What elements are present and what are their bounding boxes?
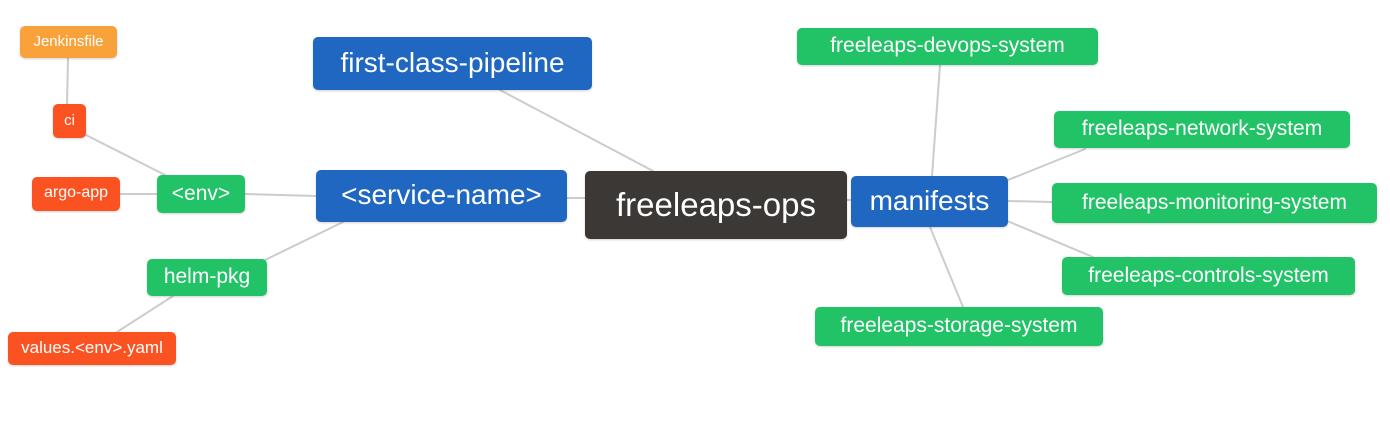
edge-manifests-to-freeleaps-devops-system: [931, 64, 941, 177]
node-label: freeleaps-storage-system: [840, 314, 1078, 337]
node-freeleaps-controls-system[interactable]: freeleaps-controls-system: [1062, 257, 1355, 295]
node-ci[interactable]: ci: [53, 104, 86, 138]
node-helm-pkg[interactable]: helm-pkg: [147, 259, 267, 296]
node-label: first-class-pipeline: [340, 46, 565, 78]
node-argo-app[interactable]: argo-app: [32, 177, 120, 211]
node-label: freeleaps-monitoring-system: [1082, 190, 1347, 214]
edge-manifests-to-freeleaps-network-system: [1007, 148, 1086, 181]
node-label: <service-name>: [341, 179, 542, 210]
node-label: <env>: [171, 181, 231, 205]
node-label: freeleaps-ops: [616, 185, 816, 223]
edge-manifests-to-freeleaps-monitoring-system: [1007, 200, 1053, 203]
node-env[interactable]: <env>: [157, 175, 245, 213]
node-values-env-yaml[interactable]: values.<env>.yaml: [8, 332, 176, 365]
node-label: freeleaps-network-system: [1081, 117, 1323, 140]
edge-service-name-to-helm-pkg: [264, 221, 344, 261]
node-jenkinsfile[interactable]: Jenkinsfile: [20, 26, 117, 58]
node-label: helm-pkg: [163, 265, 251, 288]
edge-manifests-to-freeleaps-storage-system: [929, 226, 964, 308]
node-freeleaps-ops[interactable]: freeleaps-ops: [585, 171, 847, 239]
node-manifests[interactable]: manifests: [851, 176, 1008, 227]
node-freeleaps-devops-system[interactable]: freeleaps-devops-system: [797, 28, 1098, 65]
node-label: argo-app: [43, 184, 109, 201]
node-label: freeleaps-devops-system: [830, 34, 1065, 57]
edge-jenkinsfile-to-ci: [66, 57, 69, 105]
edge-env-to-service-name: [244, 193, 317, 197]
edge-helm-pkg-to-values-env-yaml: [116, 295, 174, 333]
node-label: freeleaps-controls-system: [1088, 263, 1329, 287]
node-freeleaps-network-system[interactable]: freeleaps-network-system: [1054, 111, 1350, 148]
node-freeleaps-storage-system[interactable]: freeleaps-storage-system: [815, 307, 1103, 346]
node-first-class-pipeline[interactable]: first-class-pipeline: [313, 37, 592, 90]
node-freeleaps-monitoring-system[interactable]: freeleaps-monitoring-system: [1052, 183, 1377, 223]
edge-first-class-pipeline-to-freeleaps-ops: [499, 89, 654, 172]
node-label: manifests: [869, 184, 990, 216]
node-label: Jenkinsfile: [33, 32, 104, 50]
node-label: ci: [64, 111, 75, 129]
node-service-name[interactable]: <service-name>: [316, 170, 567, 222]
edge-manifests-to-freeleaps-controls-system: [1004, 219, 1094, 258]
node-label: values.<env>.yaml: [21, 338, 163, 357]
edge-ci-to-env: [83, 133, 166, 176]
